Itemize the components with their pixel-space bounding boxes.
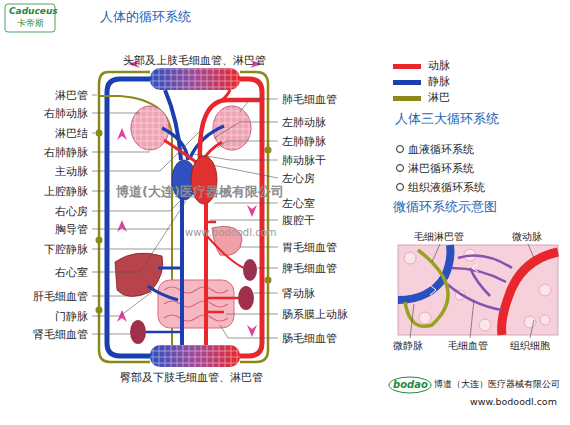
company-name: 博道（大连）医疗器械有限公司: [434, 379, 560, 390]
list-item: 血液循环系统: [408, 143, 474, 156]
list-item: 组织液循环系统: [408, 181, 485, 194]
anatomy-label: 脾毛细血管: [282, 262, 337, 275]
legend-swatch: [393, 96, 421, 101]
intestine: [158, 280, 234, 328]
bullet: [397, 184, 404, 191]
lymph-node: [265, 277, 272, 284]
lymph-node: [96, 130, 103, 137]
logo-frame: [389, 377, 431, 393]
anatomy-label: 肺毛细血管: [282, 93, 337, 106]
anatomy-label: 左肺静脉: [282, 135, 326, 148]
legend-label: 动脉: [428, 59, 450, 72]
flow-arrow: [247, 205, 257, 217]
splenic-artery: [206, 235, 244, 268]
legend-label: 淋巴: [428, 91, 450, 104]
bullet: [397, 146, 404, 153]
anatomy-label: 肠毛细血管: [282, 332, 337, 345]
microcirculation-inset: [398, 245, 558, 335]
flow-arrow: [247, 325, 257, 337]
diagram-title: 人体的循环系统: [100, 9, 191, 25]
anatomy-label: 下腔静脉: [44, 243, 88, 256]
capillary-bed: [150, 68, 240, 90]
website: www.bodoodl.com: [470, 396, 557, 407]
anatomy-label: 胃毛细血管: [282, 241, 337, 254]
legend-swatch: [393, 64, 421, 69]
capillary-bed: [150, 345, 240, 367]
anatomy-label: 头部及上肢毛细血管、淋巴管: [123, 54, 266, 67]
renal-vein: [146, 331, 182, 334]
inset-label: 微静脉: [393, 340, 423, 352]
anatomy-label: 左心室: [282, 197, 315, 210]
anatomy-label: 腹腔干: [282, 214, 315, 227]
kidney: [130, 320, 146, 344]
spleen: [243, 259, 257, 281]
celiac-trunk: [206, 221, 216, 224]
anatomy-label: 肝毛细血管: [33, 290, 88, 303]
anatomy-label: 右心室: [55, 266, 88, 279]
watermark: www.bodoodl.com: [185, 227, 277, 239]
legend-label: 静脉: [428, 75, 450, 88]
anatomy-label: 门静脉: [55, 310, 88, 323]
anatomy-label: 肠系膜上动脉: [282, 308, 348, 321]
mesenteric-artery: [206, 311, 224, 314]
section-heading: 人体三大循环系统: [395, 111, 499, 127]
hepatic-vein: [158, 267, 182, 270]
anatomy-label: 胸导管: [55, 223, 88, 236]
anatomy-label: 臀部及下肢毛细血管、淋巴管: [120, 371, 263, 384]
kidney: [238, 286, 254, 310]
anatomy-label: 上腔静脉: [44, 185, 88, 198]
portal-vein: [148, 286, 178, 300]
anatomy-label: 肺动脉干: [282, 154, 326, 167]
anatomy-label: 主动脉: [55, 165, 88, 178]
inset-label: 组织细胞: [510, 340, 550, 352]
list-item: 淋巴循环系统: [408, 162, 474, 175]
artery: [222, 90, 230, 100]
anatomy-label: 淋巴结: [55, 127, 88, 140]
flow-arrow: [117, 128, 127, 140]
inset-label: 毛细血管: [448, 340, 488, 352]
anatomy-label: 右心房: [55, 205, 88, 218]
anatomy-label: 左肺动脉: [282, 116, 326, 129]
lymph-node: [96, 307, 103, 314]
leader-lines: [410, 244, 534, 338]
vena-cava: [180, 198, 184, 345]
watermark: 博道(大连)医疗器械有限公司: [116, 184, 284, 200]
logo-text: Caduceus: [9, 6, 58, 17]
legend-swatch: [393, 80, 421, 85]
aorta: [200, 100, 262, 160]
anatomy-label: 右肺静脉: [44, 146, 88, 159]
logo-text: bodao: [393, 379, 428, 391]
flow-arrow: [117, 220, 127, 232]
aorta: [204, 203, 208, 345]
section-heading: 微循环系统示意图: [393, 199, 497, 215]
inset-label: 毛细淋巴管: [414, 231, 464, 243]
anatomy-label: 肾毛细血管: [33, 328, 88, 341]
anatomy-label: 淋巴管: [55, 89, 88, 102]
anatomy-label: 左心房: [282, 172, 315, 185]
logo-text: 卡帝斯: [17, 18, 44, 29]
lymph-node: [96, 237, 103, 244]
anatomy-label: 肾动脉: [282, 287, 315, 300]
lymph-node: [265, 147, 272, 154]
renal-artery: [206, 297, 238, 300]
bullet: [397, 165, 404, 172]
inset-label: 微动脉: [512, 231, 542, 243]
anatomy-label: 右肺动脉: [44, 107, 88, 120]
leader-lines: [92, 95, 278, 338]
